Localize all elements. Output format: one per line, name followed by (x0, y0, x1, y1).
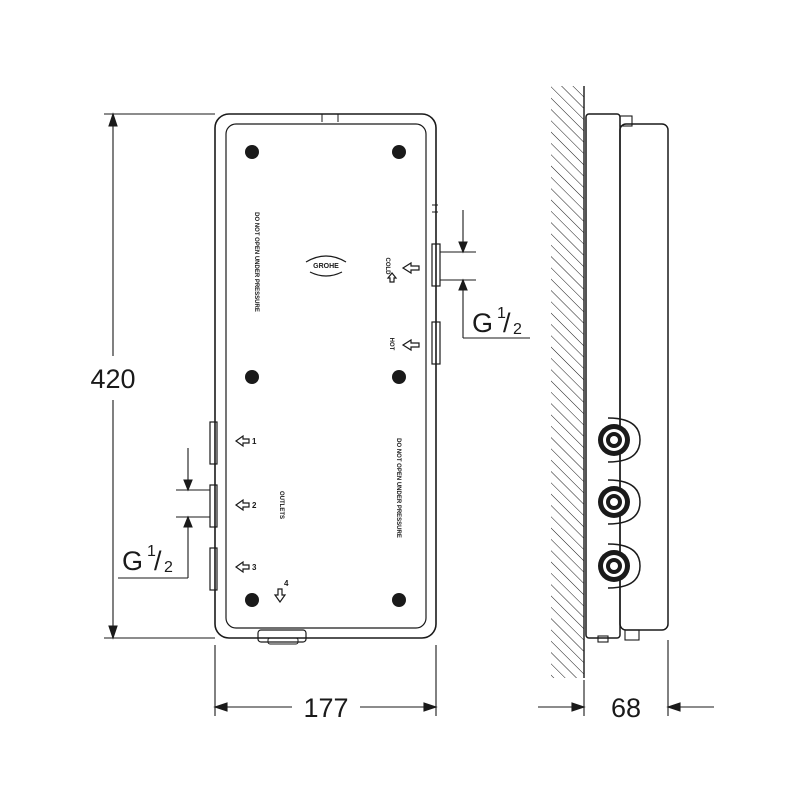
inlet-arrows (386, 261, 420, 352)
mounting-hole (245, 593, 259, 607)
thread-top-den: 2 (513, 321, 522, 338)
side-outlet-3 (598, 550, 630, 582)
cold-connector (431, 243, 441, 287)
width-dimension (213, 645, 438, 716)
brand-logo: GROHE (305, 255, 347, 277)
outlet-number-4: 4 (284, 579, 289, 588)
warning-right-text: DO NOT OPEN UNDER PRESSURE (395, 438, 401, 538)
thread-top-prefix: G (472, 308, 493, 338)
height-value: 420 (90, 364, 135, 394)
cold-label: COLD (384, 258, 390, 276)
depth-value: 68 (611, 693, 641, 723)
thread-top-slash: / (503, 308, 511, 338)
thread-bottom-prefix: G (122, 546, 143, 576)
wall-hatch (551, 86, 584, 678)
thread-top-num: 1 (497, 305, 506, 322)
warning-left-text: DO NOT OPEN UNDER PRESSURE (253, 212, 259, 312)
hot-connector (431, 321, 441, 365)
outlet-connector-3 (209, 547, 218, 591)
arrow-icon (234, 434, 250, 448)
outlet-connector-2 (209, 484, 218, 528)
mounting-hole (245, 145, 259, 159)
thread-bottom-num: 1 (147, 543, 156, 560)
arrow-icon (386, 272, 398, 283)
outlet-connector-1 (209, 421, 218, 465)
arrow-icon (273, 588, 287, 604)
hot-label: HOT (388, 338, 394, 351)
side-cover (619, 123, 669, 631)
outlet-number-1: 1 (252, 437, 257, 446)
depth-dimension (538, 640, 714, 716)
side-outlet-1 (598, 424, 630, 456)
width-value: 177 (303, 693, 348, 723)
mounting-hole (245, 370, 259, 384)
mounting-hole (392, 370, 406, 384)
side-outlet-2 (598, 486, 630, 518)
outlet-markers (234, 434, 287, 604)
arrow-icon (234, 498, 250, 512)
connector-housing (607, 479, 641, 525)
arrow-icon (234, 560, 250, 574)
brand-logo-text: GROHE (313, 263, 339, 270)
outlets-label: OUTLETS (278, 491, 284, 519)
mounting-hole (392, 145, 406, 159)
side-view (551, 86, 669, 678)
thread-dimension-top (440, 210, 530, 339)
bottom-tab (257, 629, 307, 643)
front-outer-body (214, 113, 437, 639)
connector-housing (607, 543, 641, 589)
arrow-icon (401, 261, 420, 275)
mounting-hole (392, 593, 406, 607)
thread-bottom-slash: / (154, 546, 162, 576)
outlet-number-2: 2 (252, 501, 257, 510)
outlet-number-3: 3 (252, 563, 257, 572)
mounting-holes (245, 145, 406, 607)
front-inner-panel (225, 123, 427, 629)
thread-dimension-bottom (118, 448, 210, 579)
arrow-icon (401, 338, 420, 352)
front-view (209, 113, 441, 645)
connector-housing (607, 417, 641, 463)
height-dimension (104, 112, 215, 640)
thread-bottom-den: 2 (164, 559, 173, 576)
